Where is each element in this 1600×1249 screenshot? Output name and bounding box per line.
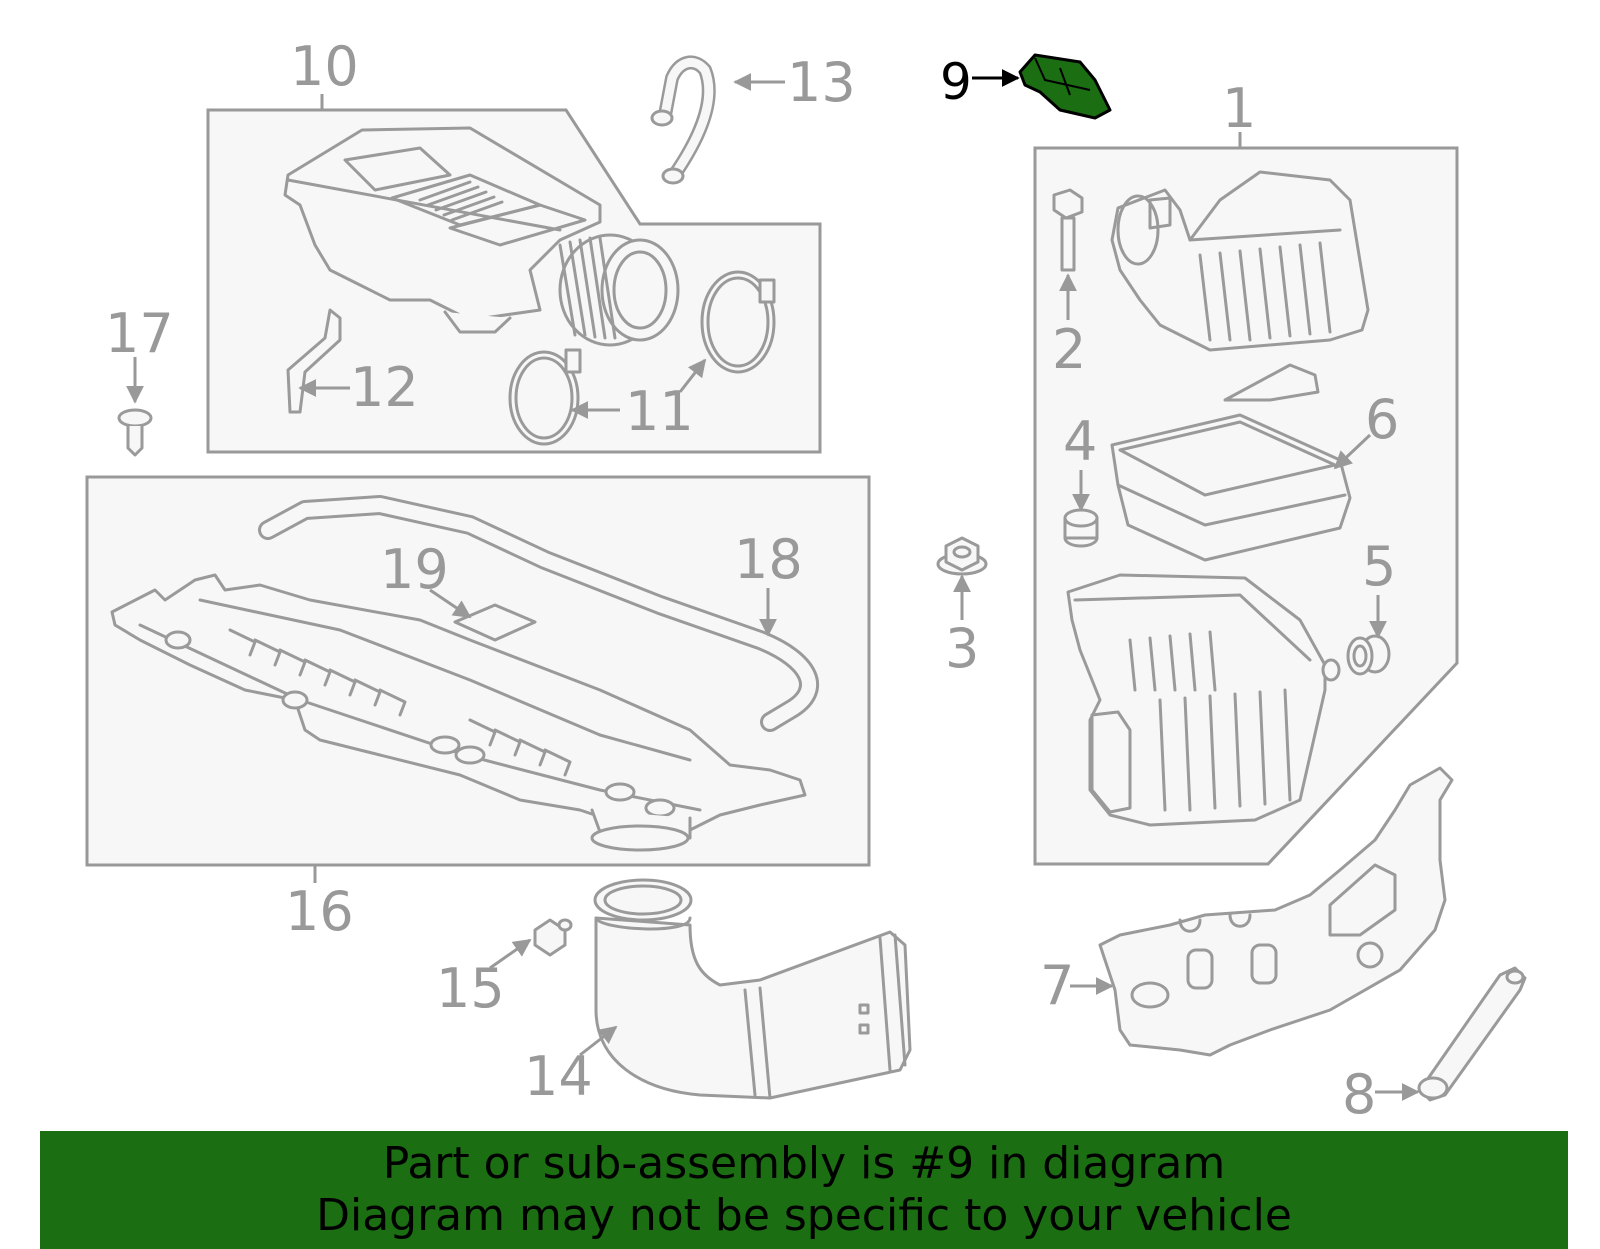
part-11-clamps[interactable] [508,270,776,446]
callout-13: 13 [787,51,856,114]
part-4-grommet[interactable] [1063,508,1099,548]
part-3-nut[interactable] [936,536,988,576]
part-9-highlighted[interactable] [1018,53,1112,120]
leader-15 [489,938,532,970]
callout-15: 15 [436,957,505,1020]
leader-19 [429,588,472,619]
callout-18: 18 [734,528,803,591]
callout-19: 19 [380,538,449,601]
part-2-bolt[interactable] [1052,188,1084,272]
info-banner: Part or sub-assembly is #9 in diagram Di… [40,1131,1568,1249]
part-13-hose[interactable] [650,55,716,185]
banner-line-1: Part or sub-assembly is #9 in diagram [382,1138,1226,1189]
callout-9: 9 [940,53,972,111]
part-19-label[interactable] [453,603,537,642]
part-6-tag[interactable] [1223,363,1320,402]
part-8-brace[interactable] [1417,966,1527,1102]
callout-14: 14 [524,1045,593,1108]
leader-14 [579,1025,618,1057]
part-1-lower-housing[interactable] [1066,573,1341,827]
part-10-duct[interactable] [283,126,680,347]
callout-4: 4 [1063,410,1097,473]
callout-3: 3 [945,617,979,680]
callout-12: 12 [350,356,419,419]
part-14-intake-duct[interactable] [593,878,912,1100]
callout-5: 5 [1362,535,1396,598]
part-7-bracket[interactable] [1098,766,1454,1057]
callout-16: 16 [285,880,354,943]
callout-1: 1 [1222,77,1256,140]
part-17-push-pin[interactable] [117,408,153,457]
callout-17: 17 [105,302,174,365]
callout-2: 2 [1052,318,1086,381]
part-15-bumper[interactable] [533,918,573,957]
leader-6 [1333,433,1372,470]
leader-11b [678,358,707,393]
callout-6: 6 [1365,388,1399,451]
part-1-upper-housing[interactable] [1110,170,1370,352]
callout-7: 7 [1040,954,1074,1017]
banner-line-2: Diagram may not be specific to your vehi… [316,1190,1292,1241]
callout-11: 11 [625,380,694,443]
part-5-grommet[interactable] [1346,634,1391,676]
callout-8: 8 [1342,1063,1376,1126]
callout-10: 10 [290,35,359,98]
part-16-deflector[interactable] [110,573,807,852]
